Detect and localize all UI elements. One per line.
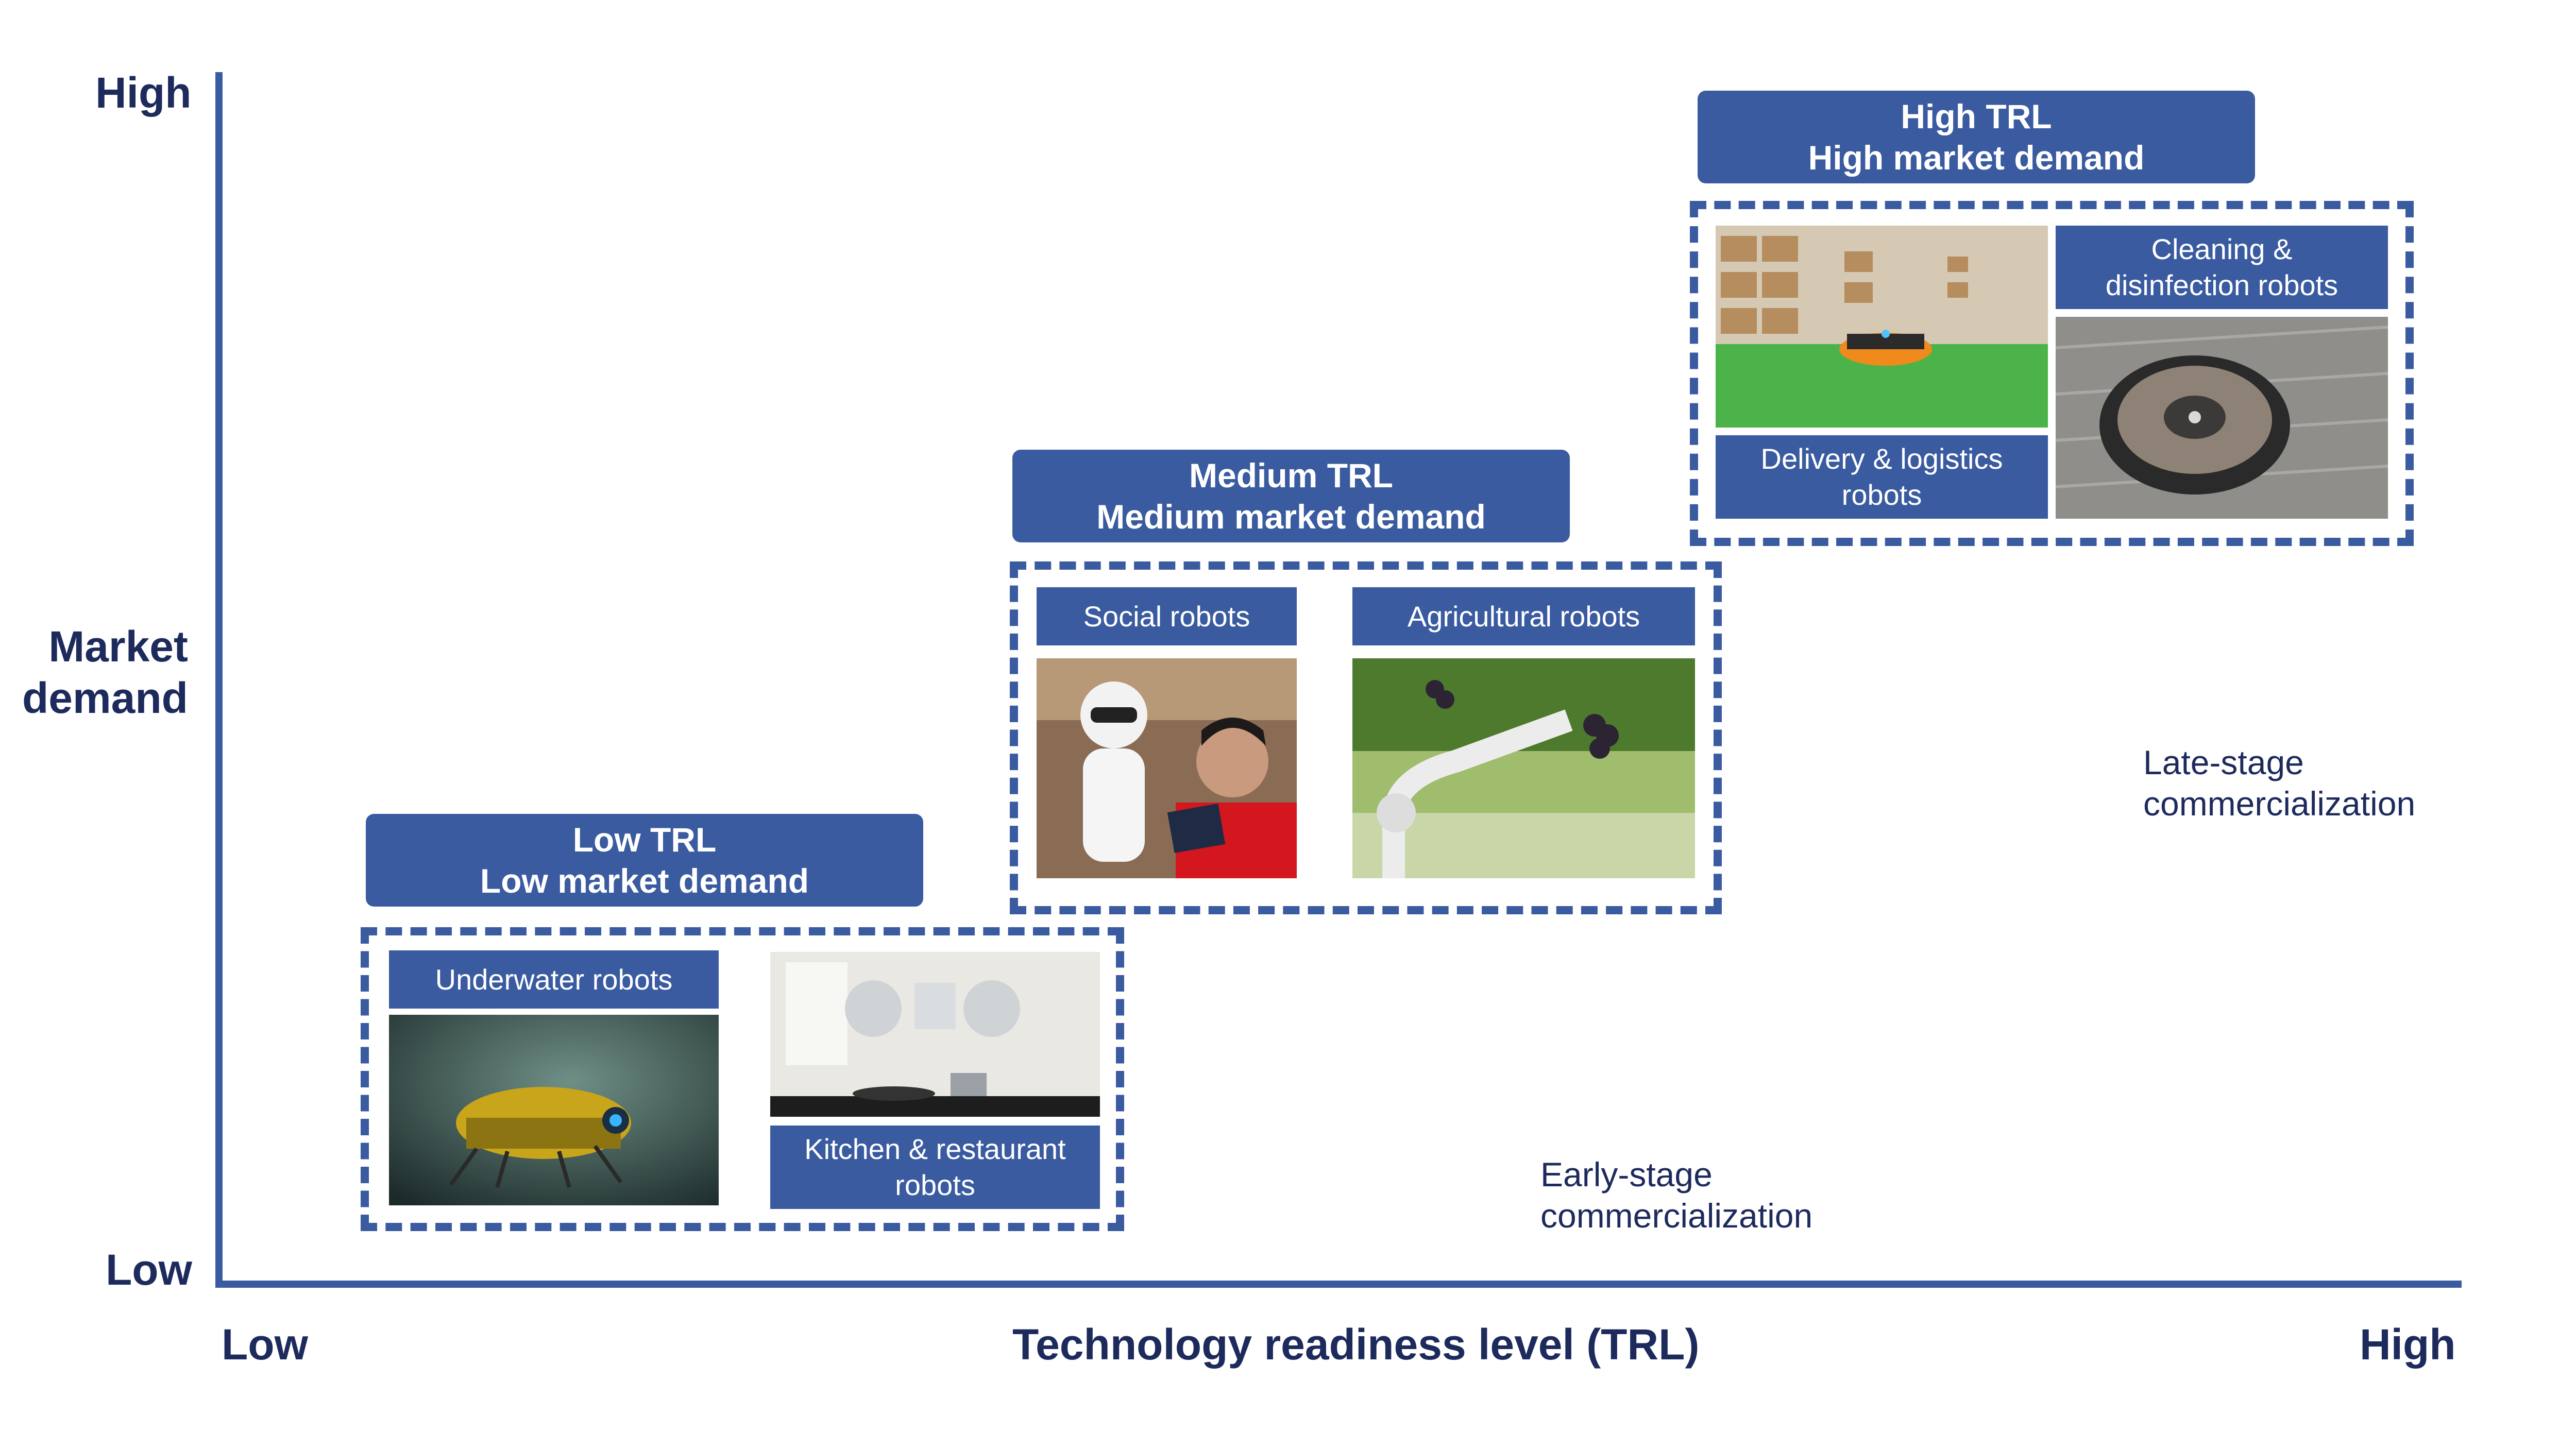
underwater-robots-text: Underwater robots	[435, 963, 673, 996]
early-stage-line1: Early-stage	[1540, 1155, 1713, 1194]
low-tier-header-line2: Low market demand	[480, 862, 809, 900]
late-stage-label: Late-stage commercialization	[2143, 742, 2415, 824]
social-robots-text: Social robots	[1083, 600, 1250, 633]
cleaning-robots-line2: disinfection robots	[2105, 269, 2338, 301]
cleaning-robots-line1: Cleaning &	[2151, 233, 2293, 265]
high-tier-group	[1690, 201, 2414, 546]
medium-tier-header: Medium TRL Medium market demand	[1012, 450, 1570, 542]
underwater-robots-label: Underwater robots	[389, 950, 719, 1009]
high-tier-header-line2: High market demand	[1808, 139, 2145, 177]
cleaning-robots-label: Cleaning & disinfection robots	[2056, 226, 2388, 309]
x-axis-line	[215, 1281, 2462, 1288]
y-axis-line	[215, 72, 223, 1288]
x-axis-low-label: Low	[222, 1320, 308, 1369]
social-robots-label: Social robots	[1037, 587, 1297, 645]
late-stage-line2: commercialization	[2143, 785, 2416, 823]
delivery-robot-image	[1716, 226, 2048, 428]
high-tier-header-line1: High TRL	[1901, 97, 2052, 135]
kitchen-robots-label: Kitchen & restaurant robots	[770, 1126, 1100, 1209]
x-axis-title: Technology readiness level (TRL)	[1012, 1320, 1700, 1369]
medium-tier-group	[1010, 561, 1722, 914]
early-stage-line2: commercialization	[1540, 1197, 1813, 1235]
kitchen-robots-line1: Kitchen & restaurant	[804, 1133, 1066, 1165]
low-tier-header: Low TRL Low market demand	[366, 814, 923, 907]
agricultural-robots-text: Agricultural robots	[1407, 600, 1640, 633]
low-tier-group	[361, 927, 1124, 1231]
y-axis-title: Market demand	[21, 621, 188, 724]
low-tier-header-line1: Low TRL	[572, 821, 717, 859]
social-robot-image	[1037, 658, 1297, 878]
delivery-robots-line1: Delivery & logistics	[1760, 442, 2003, 475]
y-axis-low-label: Low	[106, 1246, 192, 1294]
kitchen-robot-image	[770, 952, 1100, 1117]
delivery-robots-line2: robots	[1841, 479, 1922, 511]
agricultural-robot-image	[1352, 658, 1695, 878]
kitchen-robots-line2: robots	[895, 1169, 975, 1201]
y-axis-title-line1: Market	[48, 622, 188, 671]
medium-tier-header-line1: Medium TRL	[1189, 456, 1393, 495]
y-axis-high-label: High	[95, 69, 192, 117]
x-axis-high-label: High	[2360, 1320, 2456, 1369]
underwater-robot-image	[389, 1015, 719, 1205]
delivery-robots-label: Delivery & logistics robots	[1716, 435, 2048, 519]
late-stage-line1: Late-stage	[2143, 743, 2304, 781]
cleaning-robot-image	[2056, 317, 2388, 519]
early-stage-label: Early-stage commercialization	[1540, 1154, 1812, 1236]
medium-tier-header-line2: Medium market demand	[1096, 498, 1486, 536]
high-tier-header: High TRL High market demand	[1698, 91, 2255, 183]
agricultural-robots-label: Agricultural robots	[1352, 587, 1695, 645]
y-axis-title-line2: demand	[22, 674, 188, 722]
